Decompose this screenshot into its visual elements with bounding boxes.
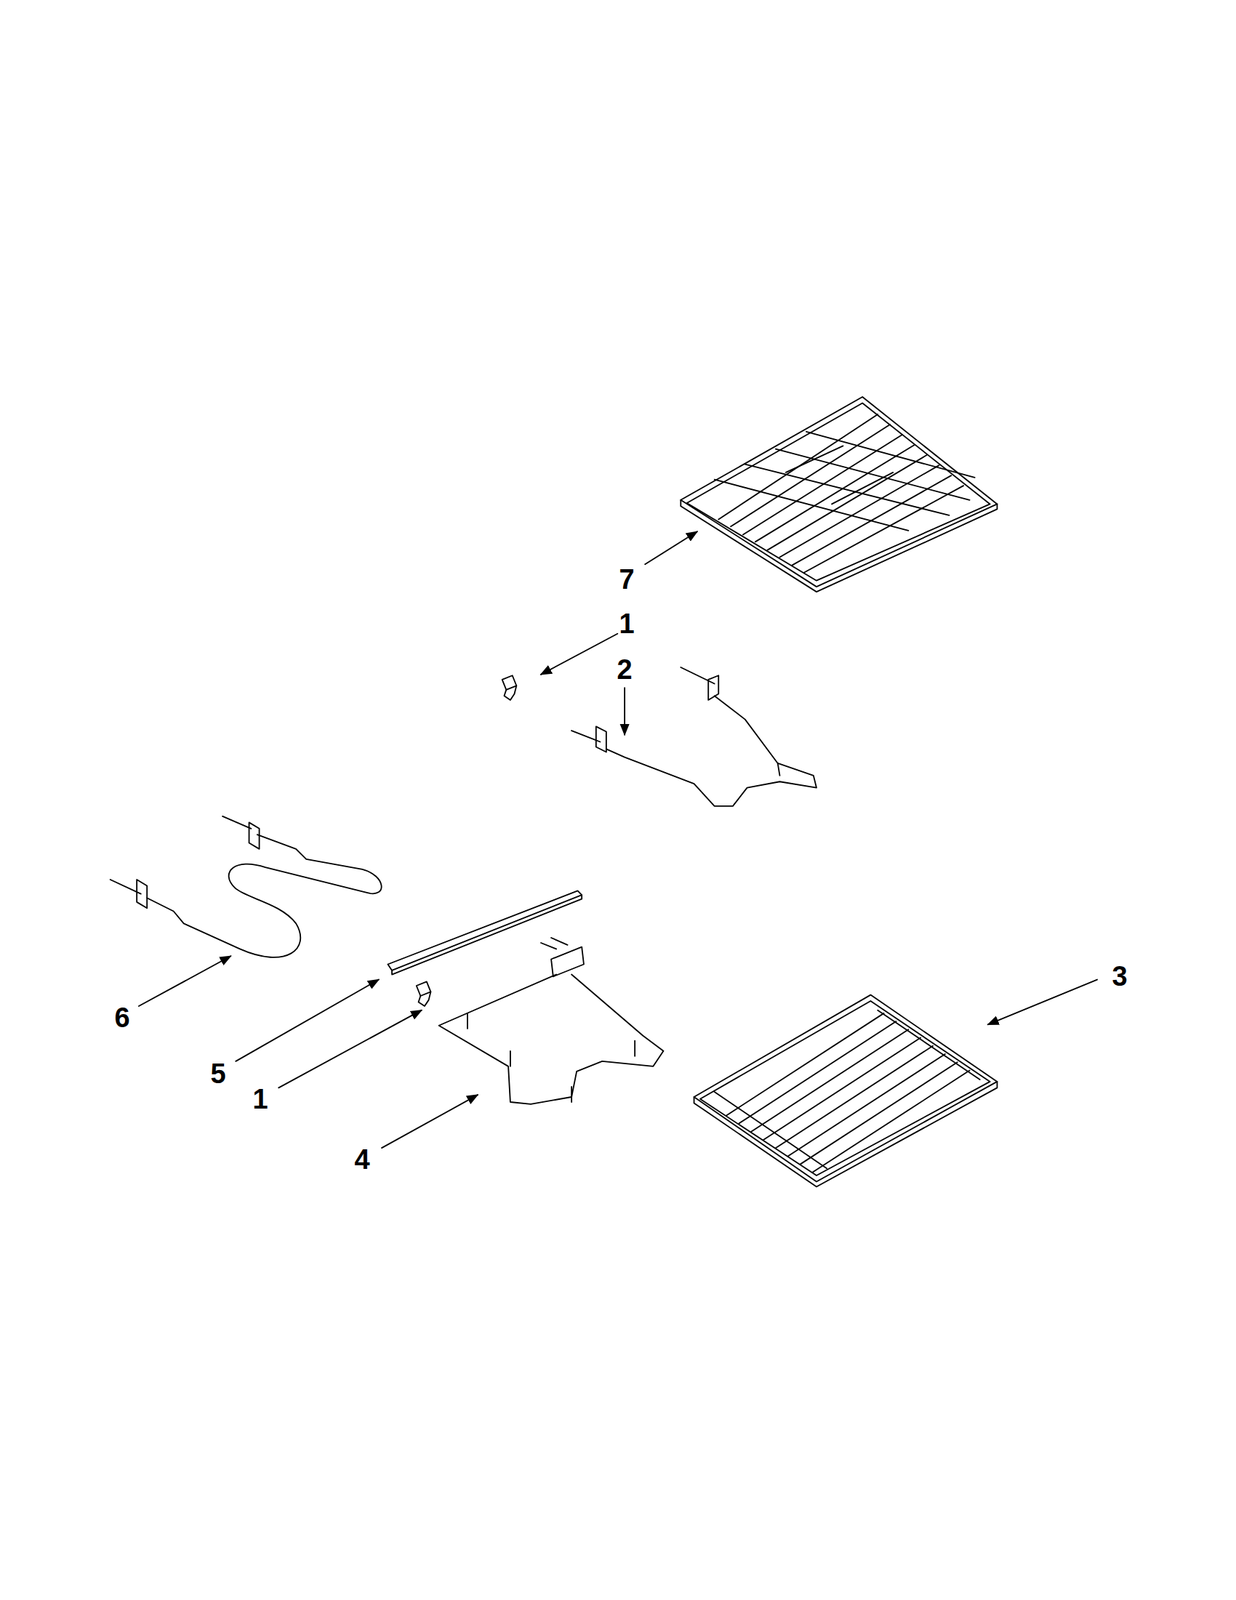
broil-element: [110, 816, 382, 958]
bake-element: [571, 667, 817, 807]
callout-number: 2: [616, 655, 632, 684]
callout-number: 1: [618, 610, 634, 638]
leader-line: [138, 531, 1098, 1149]
element-bracket: [387, 890, 582, 975]
callout-number: 5: [210, 1060, 226, 1088]
callout-number: 7: [618, 565, 634, 594]
screw: [416, 675, 517, 1007]
callout-number: 6: [114, 1004, 130, 1032]
callout-number: 3: [1111, 962, 1127, 991]
bake-element: [439, 937, 664, 1105]
oven-rack: [680, 396, 997, 592]
oven-rack: [694, 995, 998, 1188]
callout-number: 1: [252, 1085, 268, 1114]
callout-number: 4: [354, 1145, 370, 1174]
